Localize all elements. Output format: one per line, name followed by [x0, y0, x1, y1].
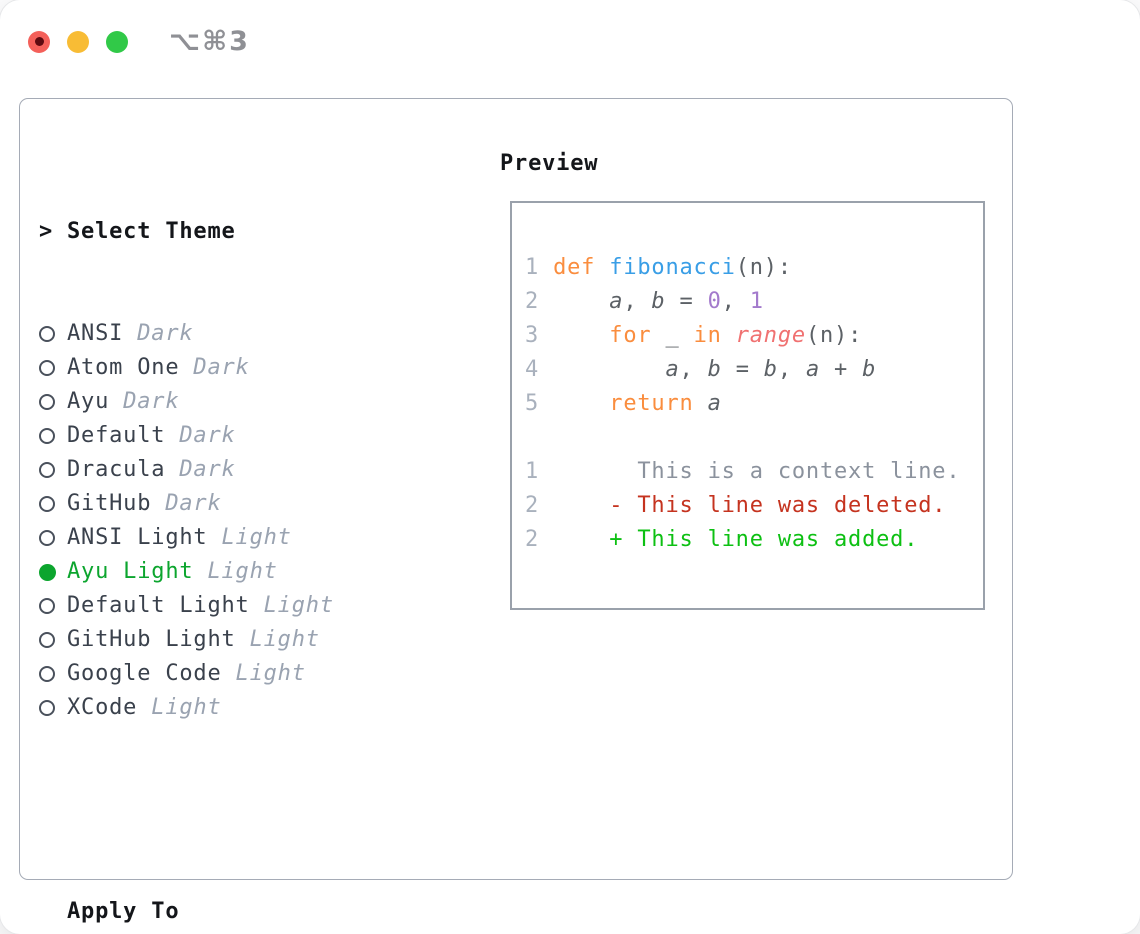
radio-icon [39, 462, 55, 478]
theme-name: Default Light [67, 593, 250, 618]
code-preview: 1 def fibonacci(n): 2 a, b = 0, 1 3 for _ … [512, 203, 983, 557]
theme-name: Atom One [67, 355, 180, 380]
theme-variant-tag: Dark [165, 491, 222, 516]
code-line: 2 a, b = 0, 1 [525, 289, 764, 314]
preview-title: Preview [500, 151, 599, 176]
minimize-button[interactable] [67, 30, 89, 53]
radio-icon [39, 496, 55, 512]
apply-to-title: Apply To [67, 899, 180, 924]
theme-name: Ayu Light [67, 559, 194, 584]
titlebar: ⌥⌘3 [28, 26, 250, 57]
radio-icon [39, 326, 55, 342]
theme-option-default-light[interactable]: Default Light Light [39, 589, 432, 623]
radio-icon [39, 666, 55, 682]
theme-option-google-code[interactable]: Google Code Light [39, 657, 432, 691]
theme-option-ansi-light[interactable]: ANSI Light Light [39, 521, 432, 555]
theme-variant-tag: Light [221, 525, 292, 550]
code-line: 3 for _ in range(n): [525, 323, 863, 348]
theme-name: Ayu [67, 389, 110, 414]
theme-name: Google Code [67, 661, 222, 686]
code-line: 5 return a [525, 391, 722, 416]
theme-variant-tag: Dark [123, 389, 180, 414]
theme-name: ANSI [67, 321, 124, 346]
select-theme-title: Select Theme [67, 219, 236, 244]
theme-variant-tag: Light [151, 695, 222, 720]
line-number: 5 [525, 391, 554, 416]
diff-line-added: 2 + This line was added. [525, 527, 919, 552]
code-line: 1 def fibonacci(n): [525, 255, 792, 280]
radio-icon [39, 360, 55, 376]
theme-option-default[interactable]: Default Dark [39, 419, 432, 453]
theme-name: Default [67, 423, 166, 448]
theme-variant-tag: Light [249, 627, 320, 652]
line-number: 4 [525, 357, 554, 382]
line-number: 1 [525, 459, 554, 484]
line-number: 2 [525, 527, 554, 552]
radio-icon [39, 394, 55, 410]
line-number: 1 [525, 255, 554, 280]
theme-option-xcode[interactable]: XCode Light [39, 691, 432, 725]
theme-name: ANSI Light [67, 525, 208, 550]
zoom-button[interactable] [106, 30, 128, 53]
close-button[interactable] [28, 30, 50, 53]
radio-selected-icon [39, 563, 56, 581]
window-shortcut-label: ⌥⌘3 [169, 26, 250, 57]
diff-line-context: 1 This is a context line. [525, 459, 961, 484]
radio-icon [39, 428, 55, 444]
theme-variant-tag: Dark [179, 457, 236, 482]
line-number: 3 [525, 323, 554, 348]
theme-option-dracula[interactable]: Dracula Dark [39, 453, 432, 487]
radio-icon [39, 632, 55, 648]
theme-option-ayu-light[interactable]: Ayu Light Light [39, 555, 432, 589]
theme-name: Dracula [67, 457, 166, 482]
theme-name: XCode [67, 695, 138, 720]
preview-box: 1 def fibonacci(n): 2 a, b = 0, 1 3 for _ … [510, 201, 985, 610]
theme-option-ansi[interactable]: ANSI Dark [39, 317, 432, 351]
radio-icon [39, 530, 55, 546]
theme-option-github-light[interactable]: GitHub Light Light [39, 623, 432, 657]
cursor-icon: > [39, 219, 54, 244]
code-line: 4 a, b = b, a + b [525, 357, 877, 382]
theme-name: GitHub Light [67, 627, 236, 652]
radio-icon [39, 700, 55, 716]
theme-variant-tag: Dark [137, 321, 194, 346]
theme-list-header[interactable]: > Select Theme [39, 215, 432, 249]
theme-variant-tag: Dark [179, 423, 236, 448]
apply-to-header: Apply To [39, 895, 432, 929]
line-number: 2 [525, 289, 554, 314]
theme-option-atom-one[interactable]: Atom One Dark [39, 351, 432, 385]
theme-option-ayu[interactable]: Ayu Dark [39, 385, 432, 419]
theme-variant-tag: Dark [193, 355, 250, 380]
diff-line-deleted: 2 - This line was deleted. [525, 493, 947, 518]
theme-name: GitHub [67, 491, 152, 516]
line-number: 2 [525, 493, 554, 518]
theme-variant-tag: Light [263, 593, 334, 618]
theme-option-github[interactable]: GitHub Dark [39, 487, 432, 521]
theme-variant-tag: Light [207, 559, 278, 584]
theme-variant-tag: Light [235, 661, 306, 686]
radio-icon [39, 598, 55, 614]
